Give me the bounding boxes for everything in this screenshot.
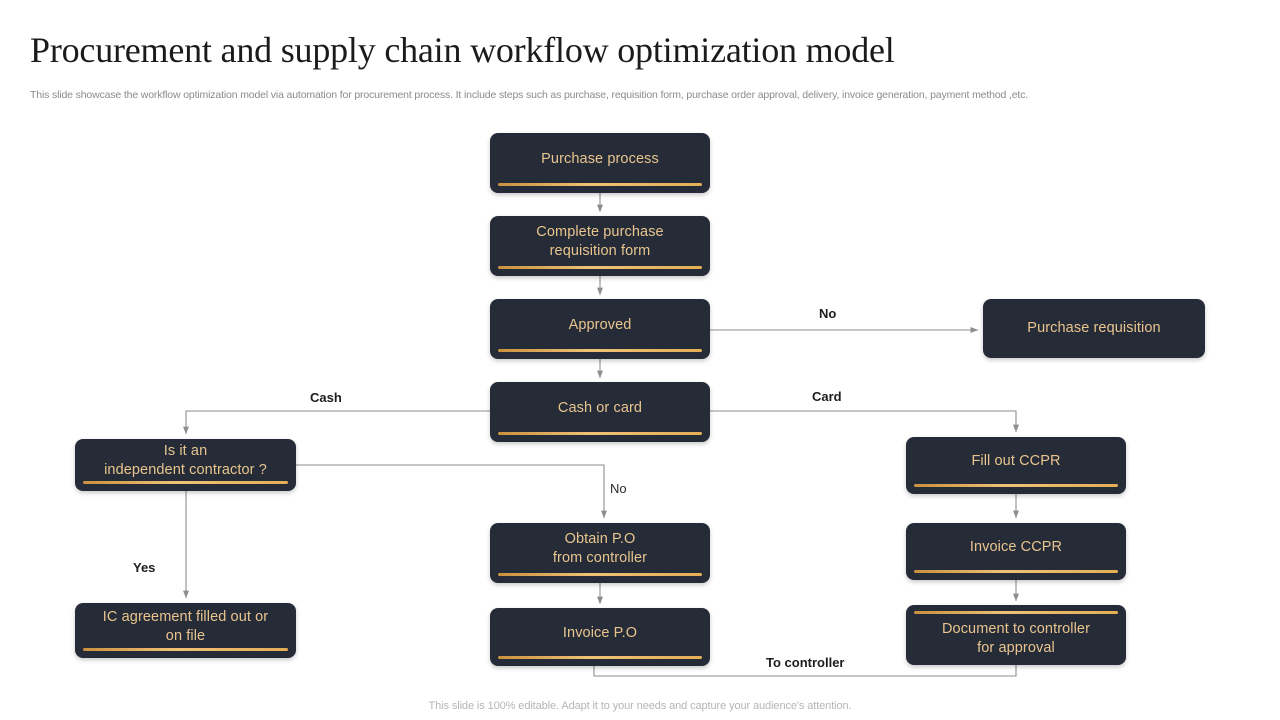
flow-node-requisition-form[interactable]: Complete purchase requisition form [490,216,710,276]
edge-cashorcard-to-fillccpr [710,410,1019,433]
flow-node-invoice-ccpr[interactable]: Invoice CCPR [906,523,1126,580]
flow-node-purchase-requisition[interactable]: Purchase requisition [983,299,1205,358]
flow-node-label: Is it an independent contractor ? [104,443,267,478]
flow-node-label: Obtain P.O from controller [552,531,648,566]
flow-node-approved[interactable]: Approved [490,299,710,359]
flow-node-label: IC agreement filled out or on file [102,608,269,644]
flow-node-label: Approved [568,316,632,333]
flow-node-independent-contractor[interactable]: Is it an independent contractor ? [75,439,296,491]
flow-node-ic-agreement[interactable]: IC agreement filled out or on file [75,603,296,658]
edge-label-cash: Cash [310,390,342,405]
page-title: Procurement and supply chain workflow op… [30,30,895,70]
page-footer: This slide is 100% editable. Adapt it to… [428,700,852,712]
flow-node-label: Complete purchase requisition form [536,224,664,259]
flow-node-label: Document to controller for approval [941,621,1091,656]
flow-node-obtain-po[interactable]: Obtain P.O from controller [490,523,710,583]
edge-label-card: Card [812,389,842,404]
flow-node-cash-or-card[interactable]: Cash or card [490,382,710,442]
flow-node-label: Purchase requisition [1027,320,1161,336]
flow-node-purchase-process[interactable]: Purchase process [490,133,710,193]
edge-label-yes-contractor: Yes [133,560,156,575]
flow-node-label: Fill out CCPR [971,453,1061,469]
edge-label-no-contractor: No [610,481,627,496]
flow-node-document-to-controller[interactable]: Document to controller for approval [906,605,1126,665]
flow-node-label: Purchase process [541,150,659,167]
edge-label-no-approved: No [819,306,837,321]
edge-label-to-controller: To controller [766,655,845,670]
edge-cashorcard-to-contractor [182,410,490,435]
flow-node-invoice-po[interactable]: Invoice P.O [490,608,710,666]
edge-contractor-to-obtainpo [296,464,607,519]
page-subtitle: This slide showcase the workflow optimiz… [30,89,1029,101]
flow-node-fill-out-ccpr[interactable]: Fill out CCPR [906,437,1126,494]
flow-node-label: Invoice P.O [562,624,638,641]
flow-node-label: Cash or card [557,399,643,416]
flow-node-label: Invoice CCPR [969,539,1063,555]
